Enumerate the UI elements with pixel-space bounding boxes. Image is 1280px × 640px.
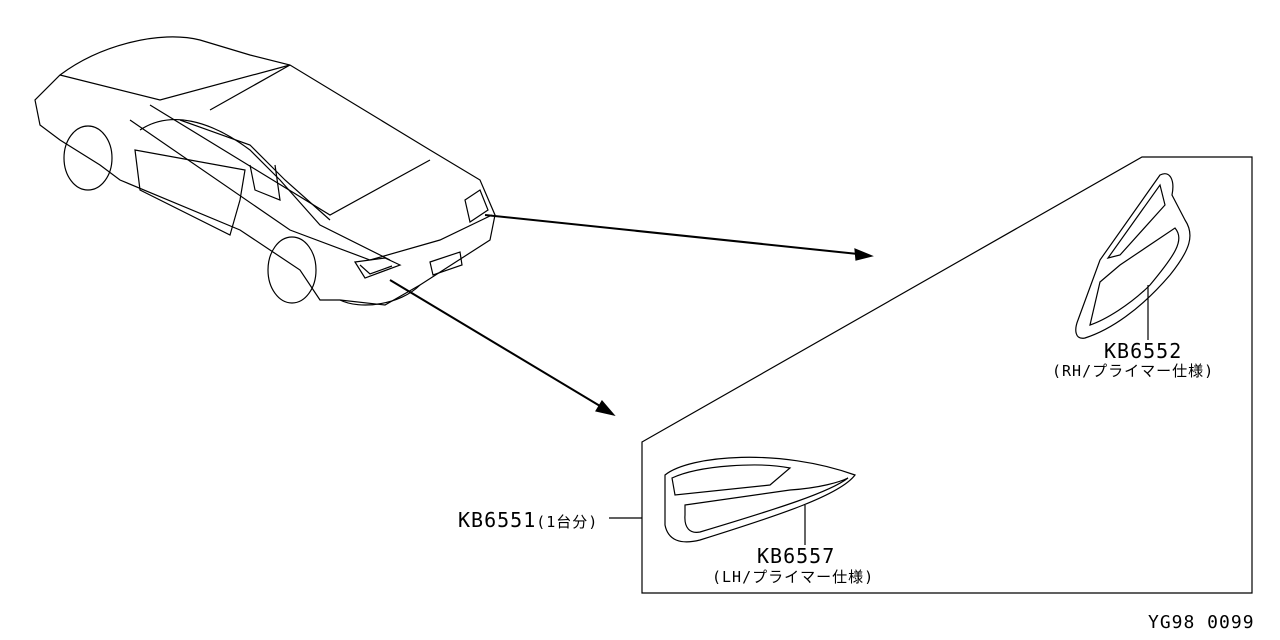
arrows: [389, 214, 874, 416]
rh-part-note: (RH/プライマー仕様): [1052, 362, 1215, 380]
car-illustration: [34, 36, 496, 306]
rh-finisher-part: [1075, 173, 1191, 339]
lh-part-note: (LH/プライマー仕様): [712, 568, 875, 586]
rh-part-label: KB6552: [1104, 339, 1182, 363]
figure-code: YG98 0099: [1148, 612, 1255, 633]
lh-finisher-part: [664, 456, 856, 543]
detail-panel: [641, 156, 1253, 594]
set-part-label: KB6551(1台分): [458, 508, 598, 532]
set-part-number: KB6551: [458, 508, 537, 532]
lh-part-number: KB6557: [757, 544, 836, 568]
set-part-note: (1台分): [536, 513, 599, 531]
leader-lines: [609, 285, 1149, 545]
rh-part-number: KB6552: [1104, 339, 1183, 363]
